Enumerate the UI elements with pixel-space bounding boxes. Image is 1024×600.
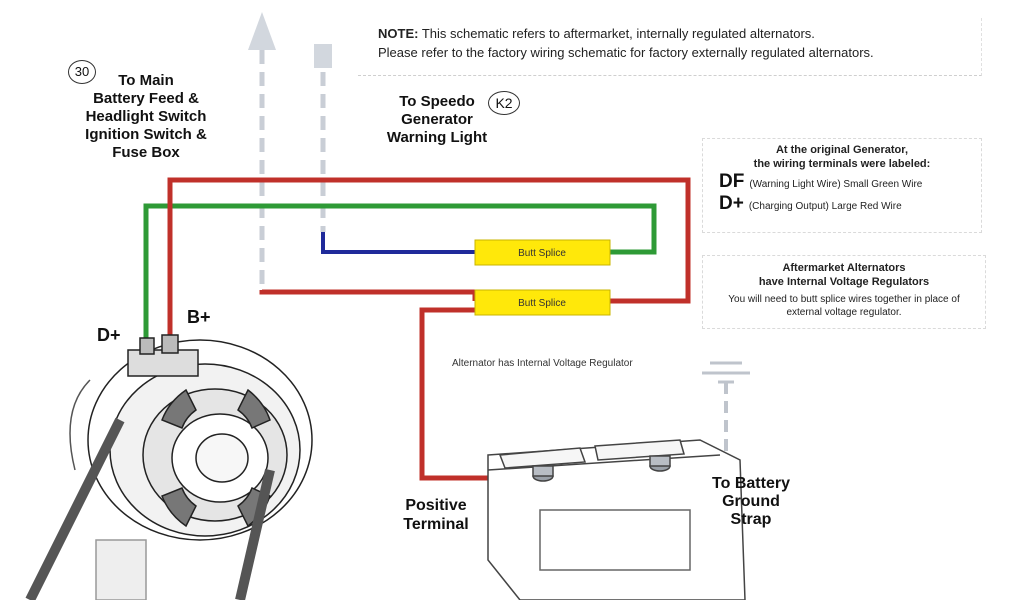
generator-title-2: the wiring terminals were labeled: (753, 158, 931, 170)
generator-terminals-panel: At the original Generator, the wiring te… (702, 138, 982, 233)
main-feed-line-2: Battery Feed & (93, 90, 199, 107)
aftermarket-body-1: You will need to butt splice wires toget… (728, 294, 960, 305)
dplus-code: D+ (719, 193, 744, 214)
speedo-line-1: To Speedo (399, 93, 475, 110)
d-plus-label: D+ (97, 325, 121, 345)
aftermarket-body-2: external voltage regulator. (786, 307, 902, 318)
speedo-line-3: Warning Light (386, 129, 488, 146)
splice-top-label: Butt Splice (518, 248, 566, 259)
main-feed-label: To Main Battery Feed & Headlight Switch … (58, 72, 234, 162)
df-desc: (Warning Light Wire) Small Green Wire (749, 179, 923, 190)
positive-line-1: Positive (405, 497, 467, 514)
terminal-k2-text: K2 (495, 95, 513, 111)
main-feed-line-5: Fuse Box (112, 144, 180, 161)
internal-regulator-label: Alternator has Internal Voltage Regulato… (452, 358, 633, 369)
df-code: DF (719, 171, 745, 192)
aftermarket-body: You will need to butt splice wires toget… (703, 293, 985, 319)
red-wire-feed (259, 289, 478, 301)
speedo-line-2: Generator (401, 111, 473, 128)
terminal-k2-badge: K2 (488, 91, 520, 115)
ground-line-2: Ground (722, 493, 780, 510)
note-line-1: This schematic refers to aftermarket, in… (421, 26, 815, 41)
main-feed-line-4: Ignition Switch & (85, 126, 207, 143)
aftermarket-title-2: have Internal Voltage Regulators (758, 276, 930, 288)
blue-wire (321, 232, 475, 254)
positive-line-2: Terminal (403, 516, 469, 533)
note-line-2: Please refer to the factory wiring schem… (378, 45, 874, 60)
butt-splice-bottom: Butt Splice (474, 289, 611, 316)
terminal-30-text: 30 (74, 64, 90, 79)
red-wire-main (167, 177, 691, 340)
gray-feed-wire (248, 12, 332, 290)
connector-stub (314, 44, 332, 68)
note-box: NOTE: This schematic refers to aftermark… (358, 18, 982, 76)
alternator-icon (25, 334, 313, 600)
ground-strap-label: To Battery Ground Strap (696, 475, 806, 529)
generator-title-1: At the original Generator, (775, 144, 909, 156)
up-arrow-icon (248, 12, 276, 50)
ground-line-3: Strap (730, 511, 772, 528)
aftermarket-title-1: Aftermarket Alternators (782, 262, 906, 274)
dplus-desc: (Charging Output) Large Red Wire (748, 201, 902, 212)
main-feed-line-1: To Main (118, 72, 174, 89)
dplus-row: D+ (Charging Output) Large Red Wire (719, 193, 981, 215)
aftermarket-panel: Aftermarket Alternators have Internal Vo… (702, 255, 986, 329)
positive-terminal-label: Positive Terminal (388, 496, 484, 534)
terminal-30-badge: 30 (68, 60, 96, 84)
battery-icon (487, 439, 746, 600)
red-wire-positive (419, 307, 532, 481)
note-prefix: NOTE: (378, 26, 419, 41)
splice-bottom-label: Butt Splice (518, 298, 566, 309)
butt-splice-top: Butt Splice (474, 239, 611, 266)
main-feed-line-3: Headlight Switch (85, 108, 207, 125)
df-row: DF (Warning Light Wire) Small Green Wire (719, 171, 981, 193)
ground-line-1: To Battery (712, 475, 790, 492)
green-wire (143, 203, 657, 345)
b-plus-label: B+ (187, 307, 211, 327)
speedo-label: To Speedo Generator Warning Light (368, 93, 506, 147)
